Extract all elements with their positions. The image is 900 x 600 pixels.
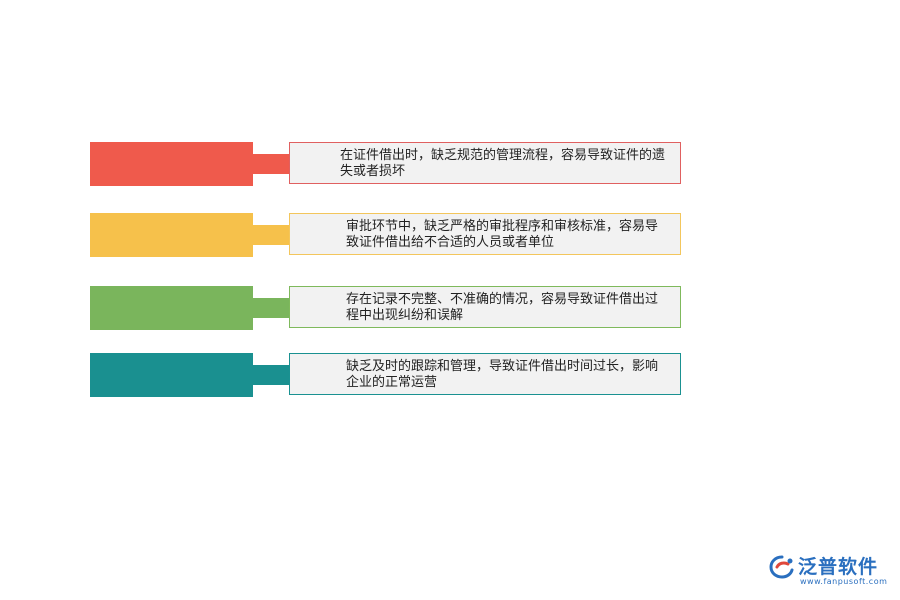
item-text: 审批环节中，缺乏严格的审批程序和审核标准，容易导致证件借出给不合适的人员或者单位 [346, 219, 659, 250]
item-text: 缺乏及时的跟踪和管理，导致证件借出时间过长，影响企业的正常运营 [346, 359, 659, 390]
logo-url: www.fanpusoft.com [800, 577, 888, 586]
item-row-4: 缺乏及时的跟踪和管理，导致证件借出时间过长，影响企业的正常运营 [0, 353, 900, 399]
item-text: 在证件借出时，缺乏规范的管理流程，容易导致证件的遗失或者损坏 [340, 148, 666, 179]
item-row-2: 审批环节中，缺乏严格的审批程序和审核标准，容易导致证件借出给不合适的人员或者单位 [0, 213, 900, 259]
arrow-shape-green [90, 286, 325, 330]
brand-logo: 泛普软件 www.fanpusoft.com [768, 552, 893, 592]
logo-name: 泛普软件 [798, 556, 879, 578]
fanpu-logo-icon [769, 555, 794, 579]
item-row-3: 存在记录不完整、不准确的情况，容易导致证件借出过程中出现纠纷和误解 [0, 286, 900, 332]
item-text-box: 缺乏及时的跟踪和管理，导致证件借出时间过长，影响企业的正常运营 [289, 353, 681, 395]
item-row-1: 在证件借出时，缺乏规范的管理流程，容易导致证件的遗失或者损坏 [0, 142, 900, 188]
item-text-box: 在证件借出时，缺乏规范的管理流程，容易导致证件的遗失或者损坏 [289, 142, 681, 184]
item-text-box: 存在记录不完整、不准确的情况，容易导致证件借出过程中出现纠纷和误解 [289, 286, 681, 328]
item-text-box: 审批环节中，缺乏严格的审批程序和审核标准，容易导致证件借出给不合适的人员或者单位 [289, 213, 681, 255]
item-text: 存在记录不完整、不准确的情况，容易导致证件借出过程中出现纠纷和误解 [346, 292, 659, 323]
